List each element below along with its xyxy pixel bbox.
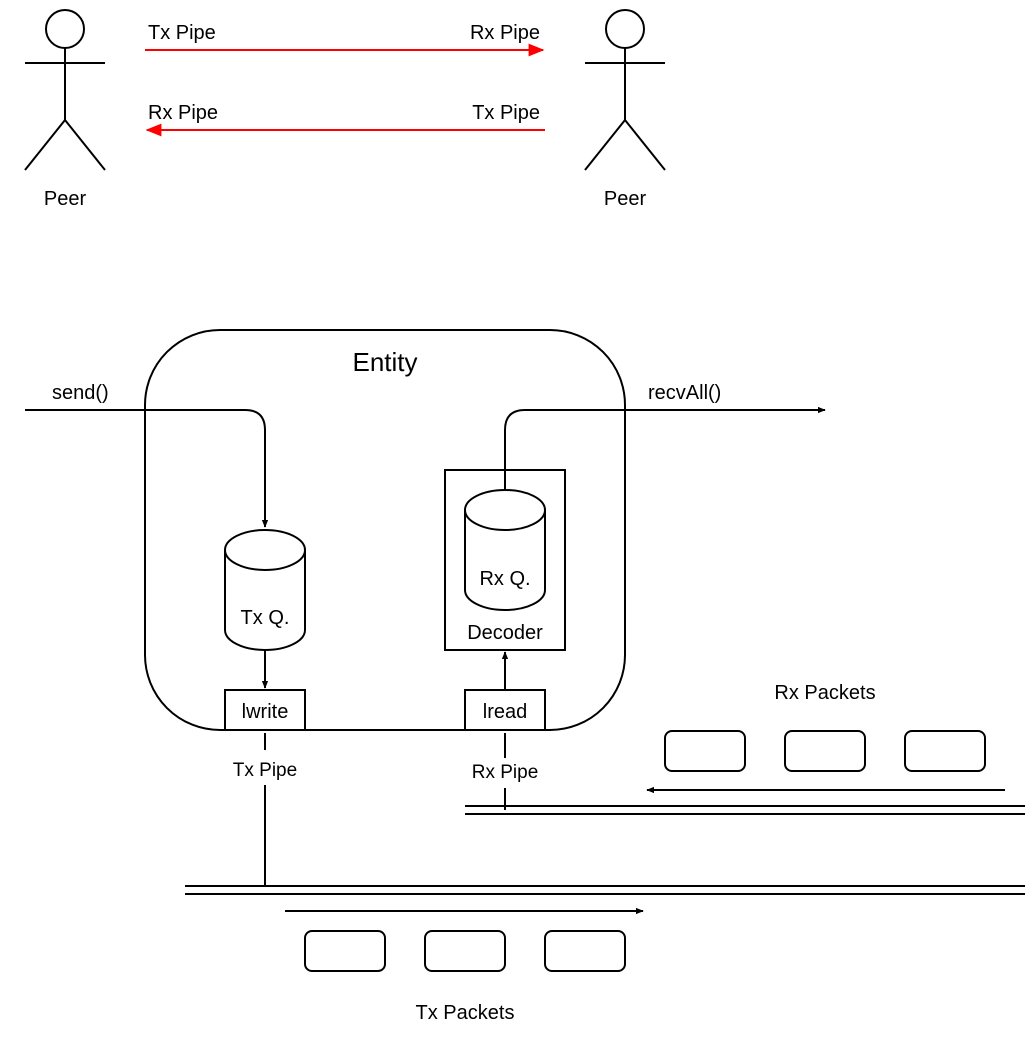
recvall-label: recvAll() (648, 382, 721, 404)
tx-packet-2 (424, 930, 506, 972)
lread-label: lread (483, 701, 527, 723)
rx-packets-title: Rx Packets (774, 682, 875, 704)
tx-packet-1 (304, 930, 386, 972)
rx-packet-1 (664, 730, 746, 772)
lwrite-box: lwrite (224, 689, 306, 731)
rx-packet-2 (784, 730, 866, 772)
tx-pipe-line (185, 885, 1025, 895)
peer-link-top: Tx Pipe Rx Pipe (145, 22, 545, 57)
peer-link-top-left-label: Tx Pipe (148, 22, 216, 44)
tx-packets-title: Tx Packets (416, 1002, 515, 1024)
rx-pipe-label: Rx Pipe (472, 762, 539, 783)
rx-queue: Rx Q. (464, 489, 546, 611)
rx-packet-3 (904, 730, 986, 772)
peer-left: Peer (24, 9, 106, 210)
decoder-label: Decoder (467, 622, 543, 644)
peer-left-label: Peer (44, 188, 87, 210)
rx-queue-label: Rx Q. (479, 568, 530, 590)
lread-box: lread (464, 689, 546, 731)
tx-packet-3 (544, 930, 626, 972)
entity-title: Entity (352, 347, 417, 377)
tx-queue: Tx Q. (224, 529, 306, 651)
send-arrow (25, 409, 269, 528)
peer-right-label: Peer (604, 188, 647, 210)
recvall-arrow (504, 406, 826, 490)
peer-link-top-right-label: Rx Pipe (470, 22, 540, 44)
tx-pipe-label: Tx Pipe (233, 760, 297, 781)
stick-figure-icon (584, 9, 666, 171)
peer-right: Peer (584, 9, 666, 210)
tx-queue-label: Tx Q. (241, 607, 290, 629)
peer-link-bottom: Rx Pipe Tx Pipe (145, 102, 545, 137)
rx-pipe-line (465, 805, 1025, 815)
send-label: send() (52, 382, 109, 404)
lwrite-label: lwrite (242, 701, 289, 723)
peer-link-bottom-right-label: Tx Pipe (472, 102, 540, 124)
stick-figure-icon (24, 9, 106, 171)
peer-link-bottom-left-label: Rx Pipe (148, 102, 218, 124)
